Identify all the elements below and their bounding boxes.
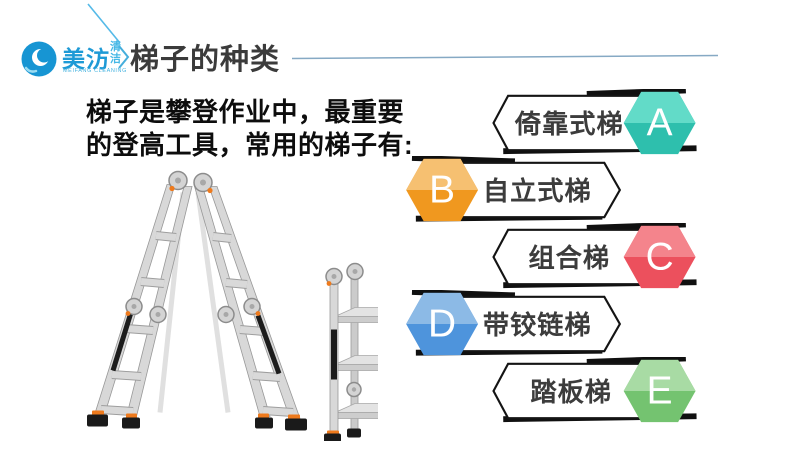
badge-letter: A: [647, 102, 673, 145]
badge-letter: B: [429, 169, 455, 212]
ladder-type-item-d: D 带铰链梯: [397, 290, 629, 358]
logo: 美汸 MEIFANG CLEANING 清洁: [18, 38, 133, 80]
ladder-type-item-e: E 踏板梯: [480, 357, 712, 425]
type-label: 倚靠式梯: [514, 109, 624, 139]
intro-paragraph: 梯子是攀登作业中，最重要 的登高工具，常用的梯子有:: [86, 96, 416, 162]
chevron-right-icon: [118, 45, 130, 69]
hexagon-badge-top: [623, 359, 696, 391]
badge-letter: E: [647, 370, 673, 413]
type-label: 组合梯: [528, 243, 610, 273]
header-diagonal-line: [87, 3, 121, 44]
logo-tagline: MEIFANG CLEANING: [63, 68, 127, 74]
ladder-type-item-a: A 倚靠式梯: [480, 89, 712, 157]
type-label: 带铰链梯: [483, 310, 592, 340]
ladder-type-item-c: C 组合梯: [480, 223, 712, 291]
intro-line-1: 梯子是攀登作业中，最重要: [86, 97, 405, 127]
hexagon-badge-top: [406, 158, 479, 190]
logo-swirl-inner: [37, 48, 51, 63]
intro-line-2: 的登高工具，常用的梯子有:: [86, 130, 414, 160]
hexagon-badge-top: [406, 292, 479, 324]
shadow-bar-top: [586, 223, 686, 231]
shadow-bar-top: [411, 156, 516, 165]
header-decor: [87, 3, 719, 69]
ladder-illustration-icon: [87, 170, 426, 444]
logo-brand-text: 美汸: [62, 46, 110, 72]
badge-letter: D: [428, 303, 456, 346]
hexagon-badge-top: [623, 225, 696, 257]
type-label: 自立式梯: [483, 176, 592, 206]
shadow-bar-top: [586, 357, 686, 365]
page-title: 梯子的种类: [130, 44, 281, 76]
logo-wave-icon: [24, 66, 38, 73]
ladder-type-item-b: B 自立式梯: [397, 156, 629, 224]
badge-letter: C: [646, 236, 674, 279]
ladders-photo: [68, 163, 426, 444]
shadow-bar-top: [411, 290, 516, 299]
header-divider-line: [291, 54, 719, 60]
type-label: 踏板梯: [530, 377, 612, 407]
hexagon-badge-top: [623, 91, 696, 123]
shadow-bar-top: [586, 89, 686, 97]
logo-suffix-text: 清洁: [110, 41, 121, 65]
